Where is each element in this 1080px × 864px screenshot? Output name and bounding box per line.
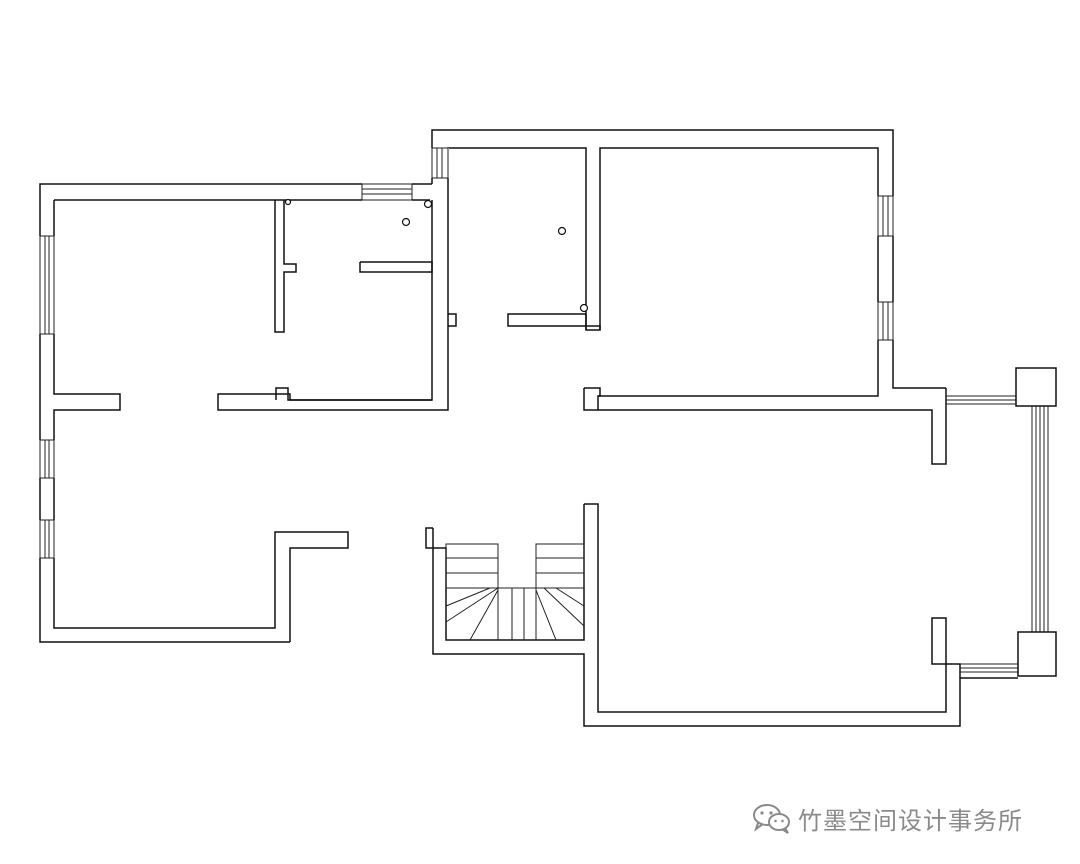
pipe-bath-right [423,199,433,209]
wechat-icon [753,804,790,834]
window-bath-top [361,183,413,201]
pillar-top [1015,367,1057,407]
pillar-bottom [1017,631,1057,677]
window-kitchen [431,147,449,179]
center-upper-room [507,313,601,411]
left-partitions [217,170,457,411]
window-left-top [39,235,55,335]
windows [39,147,895,559]
exterior-wall [39,129,1018,727]
window-right-top [877,195,895,237]
watermark: 竹墨空间设计事务所 [752,800,1023,836]
watermark-text: 竹墨空间设计事务所 [798,806,1023,835]
pipe-bath-left [284,198,292,206]
window-left-bottom [39,519,55,559]
fixtures [284,198,589,313]
window-right-bottom [877,301,895,341]
window-left-middle [39,439,55,479]
drain-kitchen [557,226,567,236]
drain-bath [401,217,411,227]
right-walls [584,367,1057,713]
staircase [425,504,585,641]
pipe-kitchen [579,303,589,313]
